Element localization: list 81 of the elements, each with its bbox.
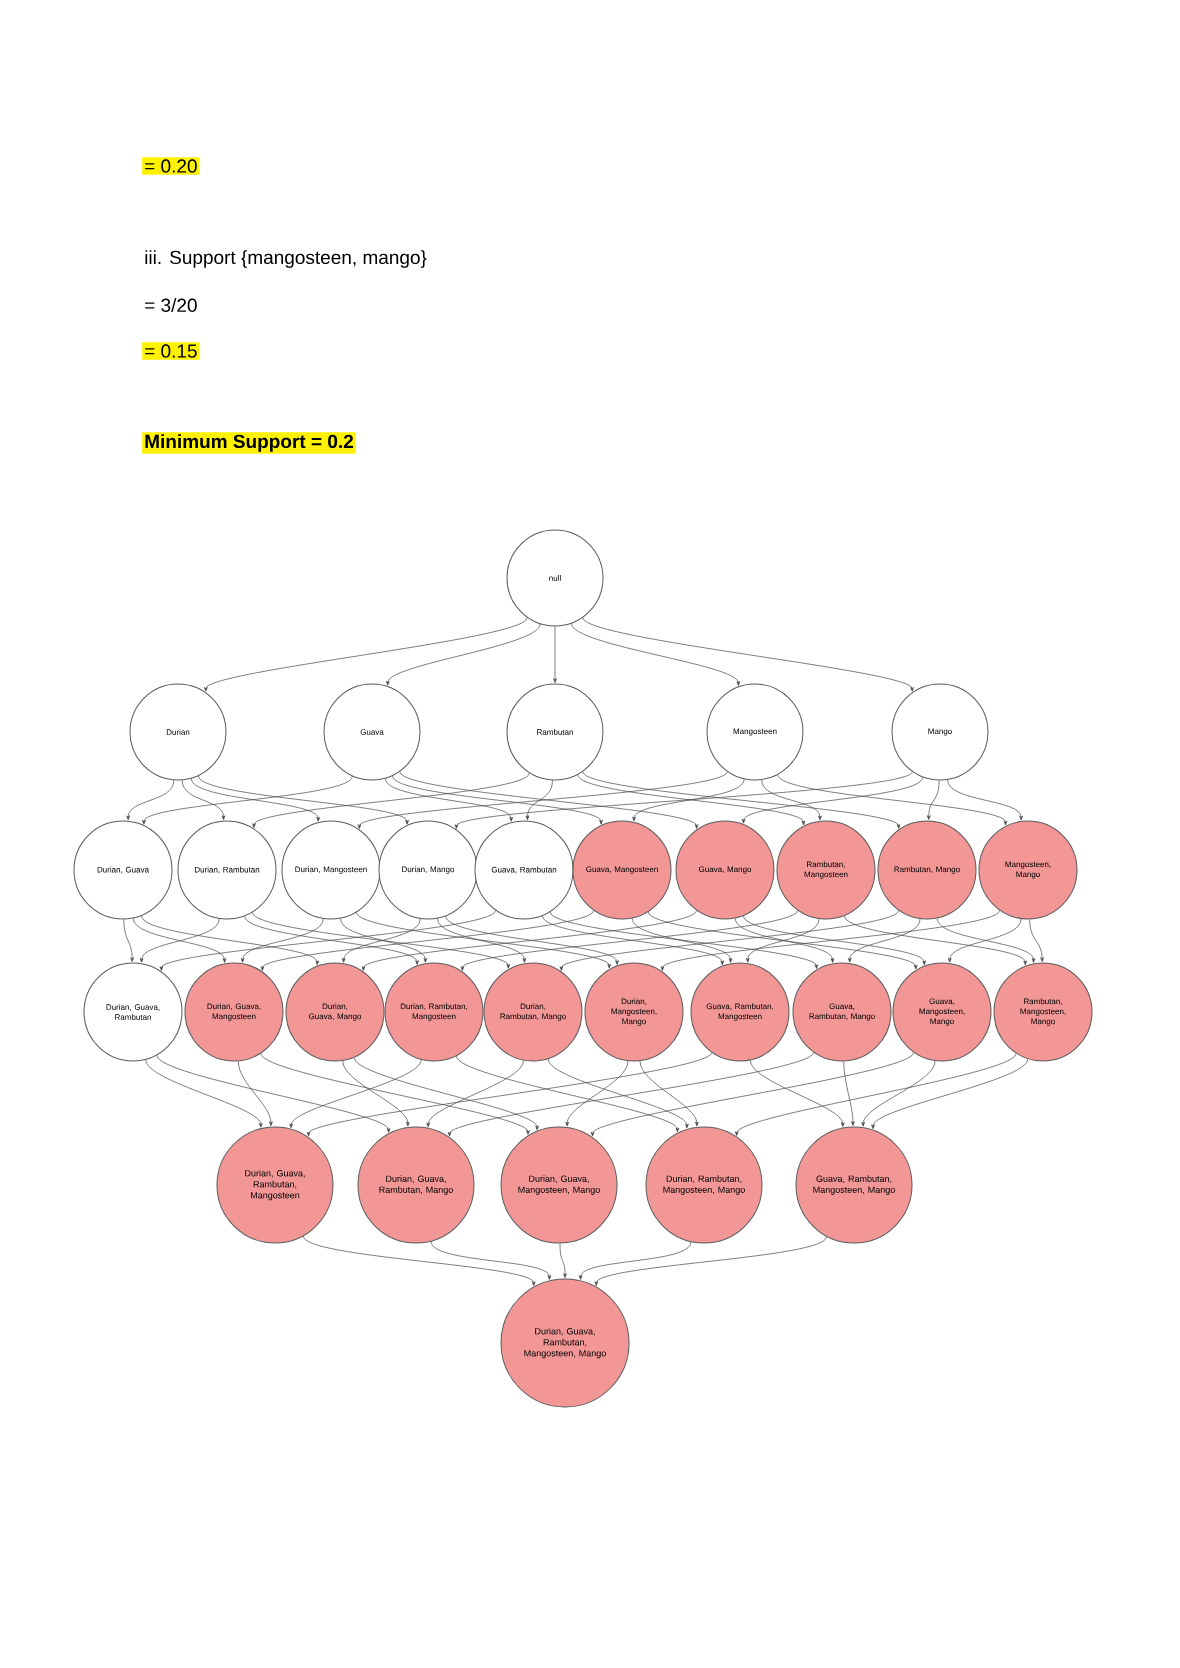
arrow (559, 910, 899, 971)
arrow (123, 919, 134, 962)
arrow (342, 1060, 410, 1127)
arrow (582, 771, 901, 829)
arrow (460, 910, 798, 971)
note-text: = 0.20 (142, 157, 200, 175)
arrow (159, 910, 496, 971)
arrow (240, 918, 324, 963)
arrow (639, 1060, 699, 1127)
arrow (547, 1058, 689, 1129)
arrow (565, 1060, 629, 1127)
arrow (660, 910, 1000, 971)
arrow (594, 1236, 827, 1286)
arrow (590, 1052, 914, 1137)
arrow (191, 778, 320, 822)
arrow (126, 780, 175, 821)
arrow (559, 1243, 567, 1278)
arrow (743, 915, 927, 966)
arrow (399, 771, 699, 829)
arrow (847, 918, 921, 963)
arrow (237, 1060, 273, 1126)
arrow (734, 1053, 1017, 1136)
arrow (356, 912, 612, 969)
arrow (430, 1241, 552, 1280)
arrow (354, 1057, 539, 1131)
arrow (761, 779, 822, 821)
arrow (385, 623, 541, 686)
arrow (426, 1060, 524, 1128)
arrow (252, 912, 511, 969)
arrow (445, 915, 619, 965)
arrow (936, 918, 1036, 963)
arrow (582, 617, 914, 692)
arrow (861, 1060, 936, 1127)
arrow (306, 1052, 712, 1137)
note-text: Minimum Support = 0.2 (142, 432, 356, 454)
arrow (947, 918, 1022, 963)
arrow (357, 771, 728, 829)
arrow (632, 778, 745, 822)
arrow (734, 918, 835, 963)
arrow (145, 1059, 263, 1128)
arrow (156, 1054, 391, 1133)
arrow (142, 775, 353, 825)
note-text: iii. Support {mangosteen, mango} (145, 250, 427, 268)
arrow (361, 910, 697, 971)
arrow (244, 915, 419, 965)
arrow (204, 617, 528, 692)
arrow (577, 774, 806, 826)
arrow (745, 918, 820, 963)
note-text: = 0.15 (142, 342, 200, 360)
arrow (571, 623, 741, 686)
arrow (252, 772, 530, 828)
arrow (1029, 919, 1044, 962)
arrow (843, 1061, 855, 1126)
arrow (947, 779, 1023, 821)
arrow (871, 1058, 1029, 1130)
arrow (749, 1060, 845, 1127)
arrow (385, 778, 513, 822)
arrow (525, 780, 553, 820)
arrow (260, 1053, 530, 1135)
arrow (741, 776, 923, 824)
arrow (392, 775, 603, 825)
arrow (181, 780, 226, 820)
arrow (542, 915, 725, 966)
arrow (447, 1052, 814, 1137)
arrow (647, 911, 918, 970)
arrow (198, 775, 409, 825)
arrow (303, 1235, 536, 1286)
arrow (844, 915, 1028, 966)
arrow (456, 1055, 680, 1133)
arrow (553, 626, 557, 683)
arrow (260, 910, 594, 971)
arrow (289, 1059, 422, 1129)
note-text: = 3/20 (145, 298, 197, 312)
arrow (141, 915, 320, 966)
arrow (578, 1241, 692, 1280)
arrow (777, 774, 1008, 826)
arrow (454, 771, 913, 829)
arrow (437, 918, 527, 963)
arrow (926, 780, 940, 820)
arrow (549, 911, 819, 969)
arrow (631, 918, 733, 963)
